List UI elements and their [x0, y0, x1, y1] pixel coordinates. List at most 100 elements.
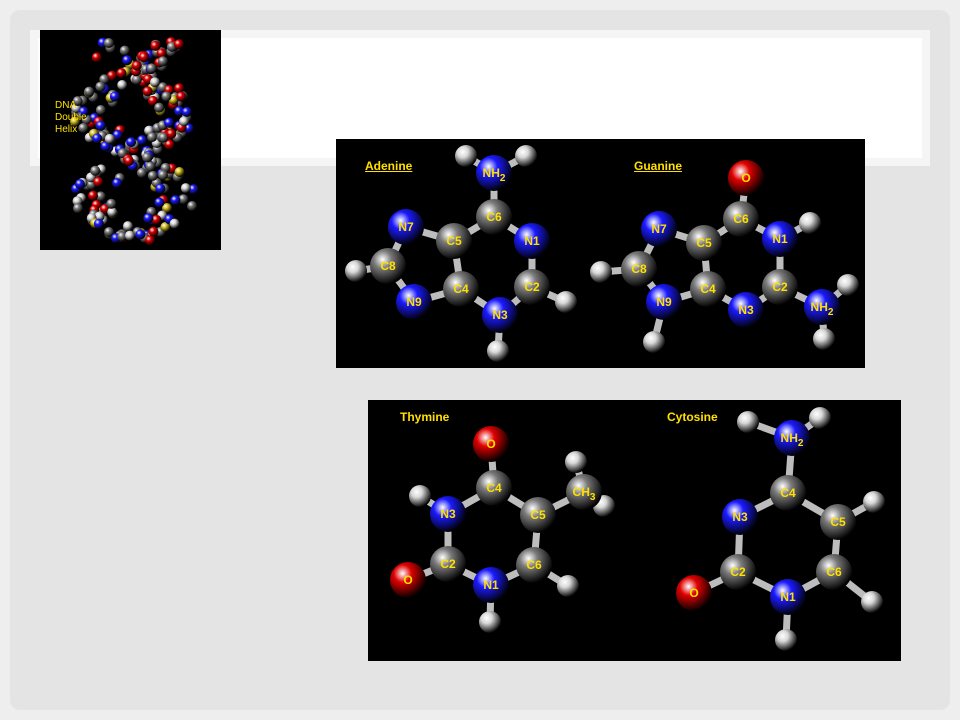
- helix-atom: [122, 55, 133, 66]
- adenine-atom-n9-label: N9: [406, 295, 422, 309]
- helix-atom: [117, 231, 128, 242]
- thymine-atom-c4: [476, 470, 512, 506]
- helix-atom: [145, 235, 155, 246]
- guanine-atom-c2: [762, 269, 798, 305]
- adenine-atom-c4: [443, 271, 479, 307]
- helix-atom: [158, 170, 168, 180]
- thymine-atom-n1-label: N1: [483, 578, 499, 592]
- hydrogen-atom: [809, 407, 831, 429]
- helix-atom: [109, 91, 120, 102]
- dna-helix-spheres: [70, 37, 199, 246]
- guanine-atom-c6-label: C6: [733, 212, 749, 226]
- adenine-atom-n7: [388, 209, 424, 245]
- thymine-atom-n3: [430, 496, 466, 532]
- cytosine-atom-n1: [770, 579, 806, 615]
- adenine-title: Adenine: [365, 159, 413, 173]
- helix-atom: [124, 230, 135, 241]
- helix-atom: [106, 70, 117, 81]
- cytosine-atom-nh2: [774, 420, 810, 456]
- hydrogen-atom: [557, 575, 579, 597]
- adenine-atom-n7-label: N7: [398, 220, 414, 234]
- guanine-atom-n3-label: N3: [738, 303, 754, 317]
- helix-atom: [170, 195, 181, 206]
- cytosine-atom-o: [676, 575, 712, 611]
- adenine-atom-c6-label: C6: [486, 210, 502, 224]
- thymine-atom-o-label: O: [403, 573, 412, 587]
- adenine-atom-c8-label: C8: [380, 259, 396, 273]
- helix-atom: [91, 52, 102, 63]
- guanine-atom-n9: [646, 284, 682, 320]
- helix-atom: [137, 135, 147, 146]
- guanine-atom-c8-label: C8: [631, 262, 647, 276]
- hydrogen-atom: [345, 260, 367, 282]
- hydrogen-atom: [590, 261, 612, 283]
- cytosine-atom-c6-label: C6: [826, 565, 842, 579]
- hydrogen-atom: [863, 491, 885, 513]
- helix-atom: [181, 107, 192, 117]
- helix-atom: [157, 56, 168, 67]
- guanine-atom-o: [728, 160, 764, 196]
- helix-atom: [147, 132, 158, 143]
- thymine-atom-c2-label: C2: [440, 557, 456, 571]
- guanine-atom-n7: [641, 211, 677, 247]
- guanine-atom-c4-label: C4: [700, 282, 716, 296]
- helix-atom: [135, 229, 146, 240]
- helix-atom: [143, 213, 154, 224]
- thymine-atom-c4-label: C4: [486, 481, 502, 495]
- thymine-title: Thymine: [400, 410, 450, 424]
- helix-atom: [164, 139, 175, 150]
- guanine-atom-c2-label: C2: [772, 280, 788, 294]
- helix-atom: [174, 167, 185, 177]
- adenine-atom-c2: [514, 269, 550, 305]
- guanine-atom-c6: [723, 201, 759, 237]
- helix-atom: [117, 80, 128, 90]
- helix-atom: [95, 81, 106, 92]
- hydrogen-atom: [813, 328, 835, 350]
- thymine-atom-c2: [430, 546, 466, 582]
- cytosine-atom-n3: [722, 499, 758, 535]
- thymine-atom-c5: [520, 497, 556, 533]
- hydrogen-atom: [737, 411, 759, 433]
- helix-atom: [173, 39, 184, 50]
- hydrogen-atom: [799, 212, 821, 234]
- adenine-atom-c5-label: C5: [446, 234, 462, 248]
- helix-atom: [174, 83, 185, 94]
- helix-atom: [88, 190, 98, 201]
- adenine-atom-c6: [476, 199, 512, 235]
- hydrogen-atom: [861, 591, 883, 613]
- helix-atom: [84, 86, 94, 97]
- helix-atom: [112, 178, 123, 189]
- helix-atom: [149, 77, 160, 88]
- hydrogen-atom: [455, 145, 477, 167]
- helix-atom: [100, 141, 111, 152]
- helix-atom: [174, 106, 185, 117]
- hydrogen-atom: [555, 291, 577, 313]
- cytosine-atom-c4-label: C4: [780, 486, 796, 500]
- helix-atom: [151, 214, 162, 225]
- thymine-atom-o: [473, 426, 509, 462]
- thymine-atom-n3-label: N3: [440, 507, 456, 521]
- helix-atom: [72, 96, 83, 107]
- helix-atom: [116, 68, 127, 79]
- thymine-atom-n1: [473, 567, 509, 603]
- helix-atom: [166, 128, 177, 139]
- helix-atom: [146, 63, 157, 74]
- helix-atom: [95, 120, 106, 131]
- helix-atom: [148, 226, 159, 237]
- hydrogen-atom: [487, 340, 509, 362]
- helix-atom: [147, 170, 158, 181]
- helix-atom: [161, 91, 172, 102]
- helix-atom: [106, 198, 117, 209]
- guanine-atom-c8: [621, 251, 657, 287]
- adenine-atom-c5: [436, 223, 472, 259]
- helix-atom: [154, 102, 165, 113]
- helix-atom: [179, 116, 190, 127]
- helix-label: DNA Double Helix: [55, 100, 87, 135]
- helix-atom: [78, 106, 89, 117]
- helix-atom: [180, 183, 191, 194]
- adenine-atom-n3: [482, 297, 518, 333]
